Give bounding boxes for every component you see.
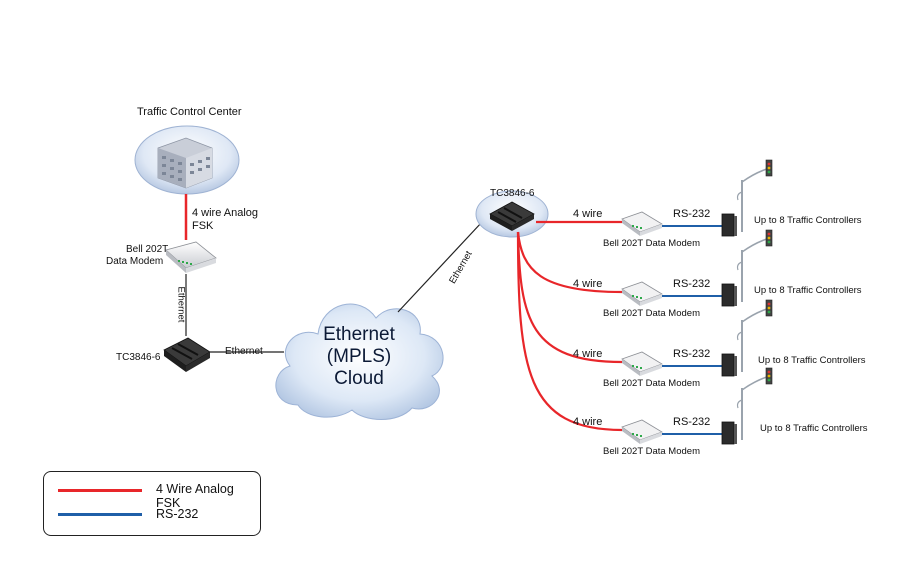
traffic-signal-pole-icon [736, 367, 773, 440]
modem-icon [621, 351, 663, 376]
wire-label-row-2: 4 wire [573, 278, 603, 290]
controller-cabinet-icon [721, 283, 737, 307]
wire-label-row-3: 4 wire [573, 348, 603, 360]
fsk-link-label-line2: FSK [192, 220, 214, 232]
hub-label: TC3846-6 [490, 188, 535, 199]
left-modem-label-line1: Bell 202T [126, 244, 169, 255]
cloud-label-line3: Cloud [334, 368, 384, 389]
right-rows [621, 159, 773, 445]
rs232-label-row-4: RS-232 [673, 416, 711, 428]
controllers-label-row-3: Up to 8 Traffic Controllers [758, 355, 866, 366]
left-ethernet-label: Ethernet [225, 346, 263, 357]
modem-icon-left [165, 241, 217, 273]
fsk-links-right [516, 220, 623, 432]
row-4 [621, 367, 773, 445]
controllers-label-row-2: Up to 8 Traffic Controllers [754, 285, 862, 296]
fsk-link-row-4 [516, 231, 623, 432]
wire-label-row-1: 4 wire [573, 208, 603, 220]
left-tc-label: TC3846-6 [116, 352, 161, 363]
modem-label-row-3: Bell 202T Data Modem [603, 378, 700, 389]
control-center-label: Traffic Control Center [137, 106, 242, 118]
modem-label-row-4: Bell 202T Data Modem [603, 446, 700, 457]
legend: 4 Wire Analog FSK RS-232 [43, 471, 261, 536]
controllers-label-row-1: Up to 8 Traffic Controllers [754, 215, 862, 226]
rs232-label-row-2: RS-232 [673, 278, 711, 290]
wire-label-row-4: 4 wire [573, 416, 603, 428]
controllers-label-row-4: Up to 8 Traffic Controllers [760, 423, 868, 434]
traffic-signal-pole-icon [736, 229, 773, 302]
cloud-label-line1: Ethernet [323, 324, 395, 345]
row-1 [621, 159, 773, 237]
left-vertical-ethernet-label: Ethernet [175, 286, 187, 323]
legend-fsk-swatch [58, 489, 142, 492]
rs232-label-row-3: RS-232 [673, 348, 711, 360]
modem-icon [621, 419, 663, 444]
fsk-link-label-line1: 4 wire Analog [192, 207, 259, 219]
fsk-link-row-2 [516, 231, 623, 294]
tc-device-icon-left [163, 337, 211, 372]
traffic-signal-pole-icon [736, 159, 773, 232]
legend-rs232-label: RS-232 [156, 507, 199, 521]
rs232-label-row-1: RS-232 [673, 208, 711, 220]
row-3 [621, 299, 773, 377]
traffic-signal-pole-icon [736, 299, 773, 372]
left-modem-label-line2: Data Modem [106, 256, 164, 267]
controller-cabinet-icon [721, 353, 737, 377]
hub-device-icon [475, 190, 549, 238]
modem-label-row-2: Bell 202T Data Modem [603, 308, 700, 319]
modem-icon [621, 211, 663, 236]
control-center-icon [134, 125, 240, 195]
controller-cabinet-icon [721, 213, 737, 237]
cloud-label-line2: (MPLS) [326, 346, 392, 367]
row-2 [621, 229, 773, 307]
cloud-label: Ethernet (MPLS) Cloud [318, 324, 400, 390]
mpls-cloud-icon [275, 303, 444, 420]
legend-fsk-label: 4 Wire Analog FSK [156, 482, 234, 510]
fsk-link-row-3 [516, 231, 623, 364]
controller-cabinet-icon [721, 421, 737, 445]
modem-label-row-1: Bell 202T Data Modem [603, 238, 700, 249]
legend-rs232-swatch [58, 513, 142, 516]
modem-icon [621, 281, 663, 306]
ethernet-link-diagonal [397, 221, 483, 313]
